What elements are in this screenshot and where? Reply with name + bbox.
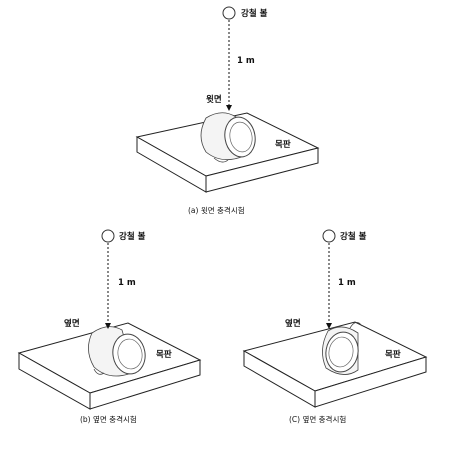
gauge-device [200,112,256,163]
panel-a-top-impact: 강철 볼 1 m 윗면 목판 (a) 윗면 충격시험 [135,6,320,215]
panel-b-side-impact: 강철 볼 1 m 옆면 목판 (b) 옆면 충격시험 [17,229,202,424]
plate-label: 목판 [385,349,401,360]
caption: (a) 윗면 충격시험 [188,205,245,215]
gauge-device [322,322,363,375]
steel-ball [322,229,336,243]
distance-label: 1 m [118,278,136,288]
ball-label: 강철 볼 [119,231,146,242]
plate-label: 목판 [275,139,291,150]
face-label: 옆면 [285,318,301,329]
ball-label: 강철 볼 [241,8,268,19]
steel-ball [101,229,115,243]
plate-label: 목판 [156,349,172,360]
caption: (b) 옆면 충격시험 [80,414,137,424]
caption: (C) 옆면 충격시험 [289,414,346,424]
distance-label: 1 m [237,56,255,66]
steel-ball [222,6,236,20]
distance-label: 1 m [338,278,356,288]
face-label: 옆면 [64,318,80,329]
panel-c-side-impact: 강철 볼 1 m 옆면 목판 (C) 옆면 충격시험 [242,229,428,424]
face-label: 윗면 [206,94,222,105]
ball-label: 강철 볼 [340,231,367,242]
